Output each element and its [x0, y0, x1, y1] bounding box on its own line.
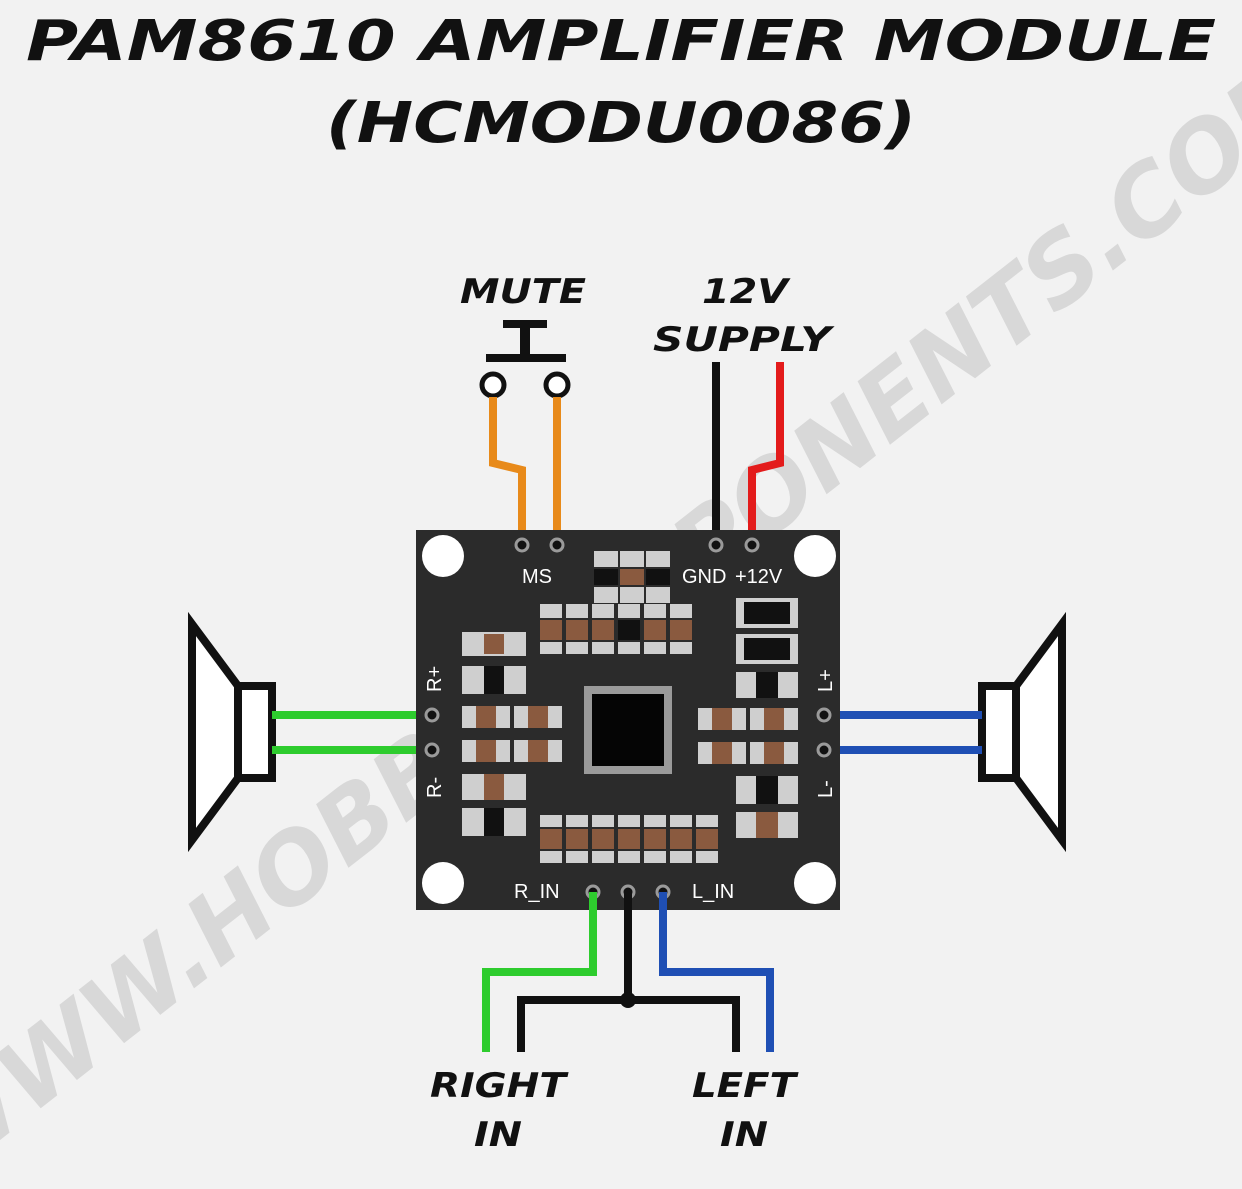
pcb-label-r-plus: R+: [424, 666, 446, 692]
pin-r-minus: [424, 742, 440, 758]
pam8610-pcb: MS GND +12V R+ R- L+ L- R_IN L_IN: [416, 530, 840, 910]
smd-resistor-row-top: [540, 604, 692, 654]
pcb-label-gnd: GND: [682, 566, 726, 588]
smd-components-left: [462, 632, 562, 836]
mounting-hole: [422, 535, 464, 577]
pcb-label-l-plus: L+: [815, 669, 837, 692]
pin-plus12v: [744, 537, 760, 553]
mute-wires: [489, 397, 561, 545]
mounting-hole: [794, 862, 836, 904]
right-in-label-line2: IN: [474, 1115, 522, 1155]
left-speaker-wires: [824, 711, 982, 754]
pcb-label-plus12v: +12V: [735, 566, 783, 588]
plus12v-wire: [748, 362, 784, 545]
smd-resistor-row-bottom: [540, 815, 718, 863]
mounting-hole: [794, 535, 836, 577]
pcb-label-l-in: L_IN: [692, 881, 734, 903]
mounting-hole: [422, 862, 464, 904]
mute-push-button-icon: [479, 320, 571, 399]
pin-gnd: [708, 537, 724, 553]
smd-components-top: [594, 551, 670, 603]
pcb-label-r-in: R_IN: [514, 881, 560, 903]
left-input-wire: [659, 892, 774, 1052]
ground-junction-dot: [620, 992, 636, 1008]
pin-ms-2: [549, 537, 565, 553]
pin-r-plus: [424, 707, 440, 723]
left-in-label-line2: IN: [720, 1115, 768, 1155]
supply-label-line2: SUPPLY: [653, 320, 835, 360]
mute-label: MUTE: [460, 272, 586, 312]
pcb-label-ms: MS: [522, 566, 552, 588]
pcb-label-r-minus: R-: [424, 777, 446, 798]
supply-label-line1: 12V: [702, 272, 791, 312]
left-speaker-icon: [978, 611, 1066, 853]
right-speaker-wires: [272, 711, 432, 754]
right-speaker-icon: [188, 611, 276, 853]
pin-l-minus: [816, 742, 832, 758]
pin-l-plus: [816, 707, 832, 723]
smd-components-right: [698, 598, 798, 838]
diagram-title-line2: (HCMODU0086): [326, 91, 916, 156]
pin-ms-1: [514, 537, 530, 553]
right-in-label-line1: RIGHT: [430, 1066, 569, 1106]
right-input-wire: [482, 892, 597, 1052]
pcb-label-l-minus: L-: [815, 780, 837, 798]
left-in-label-line1: LEFT: [692, 1066, 799, 1106]
diagram-title-line1: PAM8610 AMPLIFIER MODULE: [26, 9, 1216, 74]
